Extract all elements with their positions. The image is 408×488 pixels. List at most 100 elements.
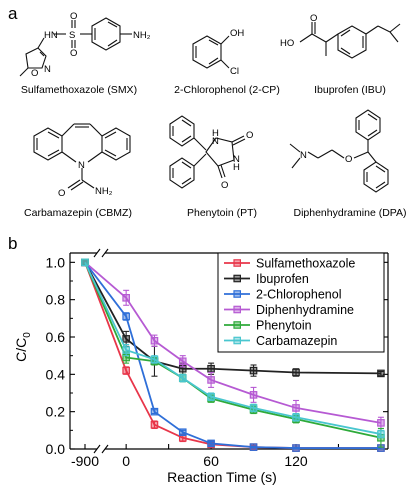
data-point <box>81 258 89 267</box>
axis-break-mark <box>101 248 109 258</box>
axis-break-gap-bottom <box>97 445 105 453</box>
data-point <box>150 420 159 429</box>
carbamazepin-structure: N O NH₂ <box>33 123 131 199</box>
data-point <box>249 366 258 375</box>
svg-text:O: O <box>58 188 65 199</box>
data-point <box>122 346 130 354</box>
data-point <box>292 404 300 412</box>
data-point <box>178 428 187 437</box>
series-line <box>84 261 382 424</box>
data-point <box>122 335 130 343</box>
svg-text:O: O <box>310 13 317 24</box>
data-point <box>377 369 385 378</box>
data-point <box>292 444 300 452</box>
molecule-label-pt: Phenytoin (PT) <box>186 207 258 219</box>
svg-text:O: O <box>246 130 253 141</box>
data-point <box>122 366 130 375</box>
data-point <box>122 312 130 321</box>
x-tick-label: -900 <box>71 453 99 469</box>
svg-text:HO: HO <box>280 38 294 49</box>
svg-text:S: S <box>69 30 75 41</box>
series-line <box>84 261 381 449</box>
data-point <box>207 392 215 401</box>
data-point <box>249 443 258 451</box>
svg-text:H: H <box>212 128 219 139</box>
diphenhydramine-structure: O N <box>289 109 389 193</box>
y-tick-label: 0.8 <box>46 292 66 308</box>
svg-text:OH: OH <box>230 28 244 39</box>
legend-box <box>217 252 385 353</box>
svg-text:HN: HN <box>44 30 58 41</box>
data-point <box>377 419 385 427</box>
svg-text:H: H <box>233 162 240 173</box>
svg-text:N: N <box>300 150 307 161</box>
y-axis-label-subscript: 0 <box>22 332 33 338</box>
y-tick-label: 0.6 <box>46 329 66 345</box>
y-tick-label: 0.4 <box>46 366 66 382</box>
data-point <box>249 404 258 412</box>
x-tick-label: 60 <box>203 453 219 469</box>
legend-swatch-marker <box>233 290 242 298</box>
data-point <box>150 336 159 345</box>
data-point <box>122 293 130 302</box>
svg-text:N: N <box>212 136 219 147</box>
legend-label: Phenytoin <box>256 319 312 333</box>
series-carbamazepin <box>81 258 385 439</box>
series-line <box>84 261 381 375</box>
molecule-label-smx: Sulfamethoxazole (SMX) <box>20 84 138 96</box>
svg-text:O: O <box>31 68 38 79</box>
x-tick-label: 120 <box>284 453 308 469</box>
legend-swatch-marker <box>233 274 242 283</box>
chart-axes: 0.0 0.2 0.4 0.6 0.8 1.0 -900 0 60 120 <box>46 248 389 469</box>
svg-text:O: O <box>70 11 77 22</box>
data-point <box>178 357 187 366</box>
svg-text:NH₂: NH₂ <box>133 30 151 41</box>
x-tick-label: 0 <box>122 453 130 469</box>
data-point <box>150 355 159 364</box>
legend-label: 2-Chlorophenol <box>256 288 341 302</box>
legend-label: Sulfamethoxazole <box>256 257 355 271</box>
y-tick-label: 0.0 <box>46 441 66 457</box>
svg-text:O: O <box>70 48 77 59</box>
legend-swatch-marker <box>233 305 242 314</box>
2-chlorophenol-structure: OH Cl <box>192 28 244 77</box>
svg-text:O: O <box>221 180 228 191</box>
data-point <box>292 413 300 422</box>
axis-break-mark <box>101 444 109 454</box>
series-line <box>84 261 382 435</box>
chart-series-layer <box>81 258 385 452</box>
svg-text:NH₂: NH₂ <box>95 186 113 197</box>
data-point <box>249 391 258 399</box>
data-point <box>207 364 215 373</box>
legend-label: Ibuprofen <box>256 272 309 286</box>
legend-swatch-marker <box>233 336 242 345</box>
sulfamethoxazole-structure: NH₂ S O O HN N O <box>19 11 151 79</box>
svg-text:N: N <box>233 154 240 165</box>
y-tick-label: 1.0 <box>46 254 66 270</box>
legend-swatch-marker <box>233 259 242 267</box>
data-point <box>207 376 215 384</box>
data-point <box>178 374 187 382</box>
phenytoin-structure: H N N H O O <box>169 115 253 191</box>
axis-break-mark <box>93 248 101 258</box>
svg-text:Cl: Cl <box>230 66 239 77</box>
y-tick-label: 0.2 <box>46 404 66 420</box>
svg-text:N: N <box>78 160 85 171</box>
degradation-chart: 0.0 0.2 0.4 0.6 0.8 1.0 -900 0 60 120 Sulfamethox… <box>13 248 389 485</box>
legend-label: Carbamazepin <box>256 334 337 348</box>
axis-break-gap-top <box>97 249 105 257</box>
molecule-label-cbmz: Carbamazepin (CBMZ) <box>24 207 132 219</box>
legend-label: Diphenhydramine <box>256 303 354 317</box>
data-point <box>150 407 159 416</box>
molecule-label-2cp: 2-Chlorophenol (2-CP) <box>174 84 280 96</box>
ibuprofen-structure: HO O <box>280 13 401 59</box>
panel-a-letter: a <box>8 4 18 23</box>
molecule-label-dpa: Diphenhydramine (DPA) <box>293 207 407 219</box>
y-axis-label: C/C0 <box>13 332 33 362</box>
x-axis-label: Reaction Time (s) <box>167 469 277 485</box>
molecule-label-ibu: Ibuprofen (IBU) <box>314 84 386 96</box>
legend-swatch-marker <box>233 321 242 329</box>
data-point <box>292 368 300 377</box>
panel-b-letter: b <box>8 234 18 253</box>
